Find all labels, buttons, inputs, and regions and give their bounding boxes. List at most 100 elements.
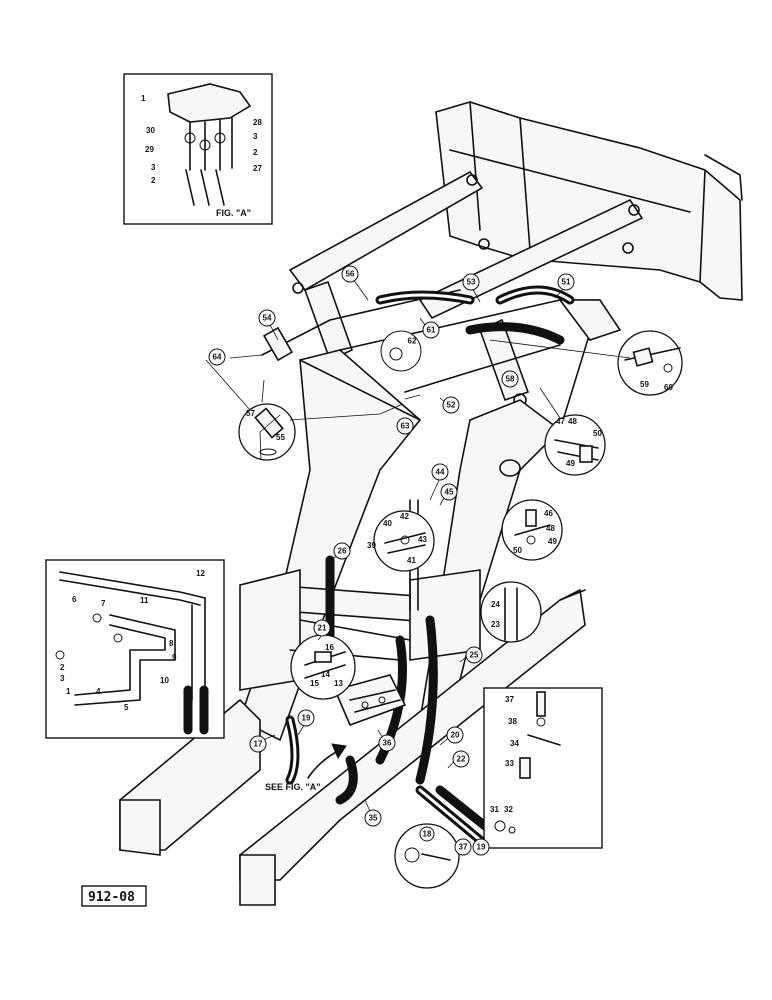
svg-text:40: 40 xyxy=(383,519,392,528)
reference-number-box: 912-08 xyxy=(81,885,147,907)
svg-text:26: 26 xyxy=(338,547,347,556)
callout-21: 21 xyxy=(313,619,331,637)
svg-text:64: 64 xyxy=(213,353,222,362)
callout-20: 20 xyxy=(446,726,464,744)
svg-text:27: 27 xyxy=(253,164,262,173)
svg-text:39: 39 xyxy=(367,541,376,550)
inset-left-detail: 6 7 11 12 8 9 10 2 3 1 4 5 xyxy=(45,559,225,739)
detail-circle-fitting-18 xyxy=(394,823,460,889)
figure-a-label: FIG. "A" xyxy=(216,208,251,218)
callout-53: 53 xyxy=(462,273,480,291)
callout-17: 17 xyxy=(249,735,267,753)
svg-text:43: 43 xyxy=(418,535,427,544)
svg-text:48: 48 xyxy=(546,524,555,533)
svg-text:18: 18 xyxy=(423,830,432,839)
svg-text:11: 11 xyxy=(140,596,149,605)
reference-number: 912-08 xyxy=(88,890,135,905)
svg-text:6: 6 xyxy=(72,595,77,604)
svg-text:29: 29 xyxy=(145,145,154,154)
svg-text:21: 21 xyxy=(318,624,327,633)
svg-text:10: 10 xyxy=(160,676,169,685)
inset-figure-a: 1 30 29 3 2 28 3 2 27 FIG. "A" xyxy=(123,73,273,225)
svg-text:15: 15 xyxy=(310,679,319,688)
detail-circle-clamp-middle-right: 46 48 49 50 xyxy=(501,499,563,561)
svg-text:13: 13 xyxy=(334,679,343,688)
svg-text:32: 32 xyxy=(504,805,513,814)
svg-text:23: 23 xyxy=(491,620,500,629)
svg-text:31: 31 xyxy=(490,805,499,814)
svg-text:55: 55 xyxy=(276,433,285,442)
svg-text:62: 62 xyxy=(408,337,417,346)
svg-text:14: 14 xyxy=(321,670,330,679)
svg-text:12: 12 xyxy=(196,569,205,578)
svg-text:22: 22 xyxy=(457,755,466,764)
svg-text:16: 16 xyxy=(325,643,334,652)
svg-text:60: 60 xyxy=(664,383,673,392)
svg-text:37: 37 xyxy=(505,695,514,704)
svg-text:59: 59 xyxy=(640,380,649,389)
svg-text:34: 34 xyxy=(510,739,519,748)
svg-text:36: 36 xyxy=(383,739,392,748)
svg-text:33: 33 xyxy=(505,759,514,768)
svg-text:5: 5 xyxy=(124,703,129,712)
callout-64: 64 xyxy=(208,348,226,366)
detail-circle-clamp-middle-left: 40 42 39 41 43 xyxy=(367,510,435,572)
svg-text:58: 58 xyxy=(506,375,515,384)
callout-62-detail: 62 xyxy=(380,330,422,372)
svg-text:50: 50 xyxy=(593,429,602,438)
inset-right-detail: 37 38 34 33 31 32 xyxy=(483,687,603,849)
callout-44: 44 xyxy=(431,463,449,481)
svg-text:52: 52 xyxy=(447,401,456,410)
callout-19: 19 xyxy=(297,709,315,727)
see-figure-a-label: SEE FIG. "A" xyxy=(265,782,321,792)
svg-text:17: 17 xyxy=(254,740,263,749)
svg-text:45: 45 xyxy=(445,488,454,497)
see-figure-a-annotation: SEE FIG. "A" xyxy=(265,743,347,792)
callout-36: 36 xyxy=(378,734,396,752)
svg-text:30: 30 xyxy=(146,126,155,135)
callout-26: 26 xyxy=(333,542,351,560)
callout-63: 63 xyxy=(396,417,414,435)
callout-58: 58 xyxy=(501,370,519,388)
svg-text:42: 42 xyxy=(400,512,409,521)
callout-52: 52 xyxy=(442,396,460,414)
svg-text:63: 63 xyxy=(401,422,410,431)
callout-54: 54 xyxy=(258,309,276,327)
callout-19-lower: 19 xyxy=(472,838,490,856)
svg-text:35: 35 xyxy=(369,814,378,823)
callout-45: 45 xyxy=(440,483,458,501)
svg-text:19: 19 xyxy=(302,714,311,723)
callout-25: 25 xyxy=(465,646,483,664)
svg-text:25: 25 xyxy=(470,651,479,660)
svg-text:4: 4 xyxy=(96,687,101,696)
detail-circle-tube-clip: 24 23 xyxy=(480,581,542,643)
control-valve xyxy=(333,674,407,727)
svg-text:44: 44 xyxy=(436,468,445,477)
svg-text:24: 24 xyxy=(491,600,500,609)
svg-text:3: 3 xyxy=(60,674,65,683)
svg-text:46: 46 xyxy=(544,509,553,518)
svg-text:57: 57 xyxy=(246,409,255,418)
svg-text:20: 20 xyxy=(451,731,460,740)
loader-bucket xyxy=(435,101,743,301)
svg-text:50: 50 xyxy=(513,546,522,555)
svg-text:2: 2 xyxy=(60,663,65,672)
svg-text:1: 1 xyxy=(141,94,146,103)
svg-text:53: 53 xyxy=(467,278,476,287)
callout-51: 51 xyxy=(557,273,575,291)
detail-circle-clamp-upper: 47 48 50 49 xyxy=(544,414,606,476)
callout-61: 61 xyxy=(422,321,440,339)
svg-text:48: 48 xyxy=(568,417,577,426)
svg-text:38: 38 xyxy=(508,717,517,726)
callout-35: 35 xyxy=(364,809,382,827)
svg-text:47: 47 xyxy=(556,417,565,426)
svg-text:8: 8 xyxy=(169,639,174,648)
callout-37-lower: 37 xyxy=(454,838,472,856)
svg-text:19: 19 xyxy=(477,843,486,852)
svg-text:37: 37 xyxy=(459,843,468,852)
callout-22: 22 xyxy=(452,750,470,768)
svg-text:2: 2 xyxy=(253,148,258,157)
detail-circle-cylinder-fitting: 57 55 xyxy=(238,403,296,461)
svg-text:28: 28 xyxy=(253,118,262,127)
